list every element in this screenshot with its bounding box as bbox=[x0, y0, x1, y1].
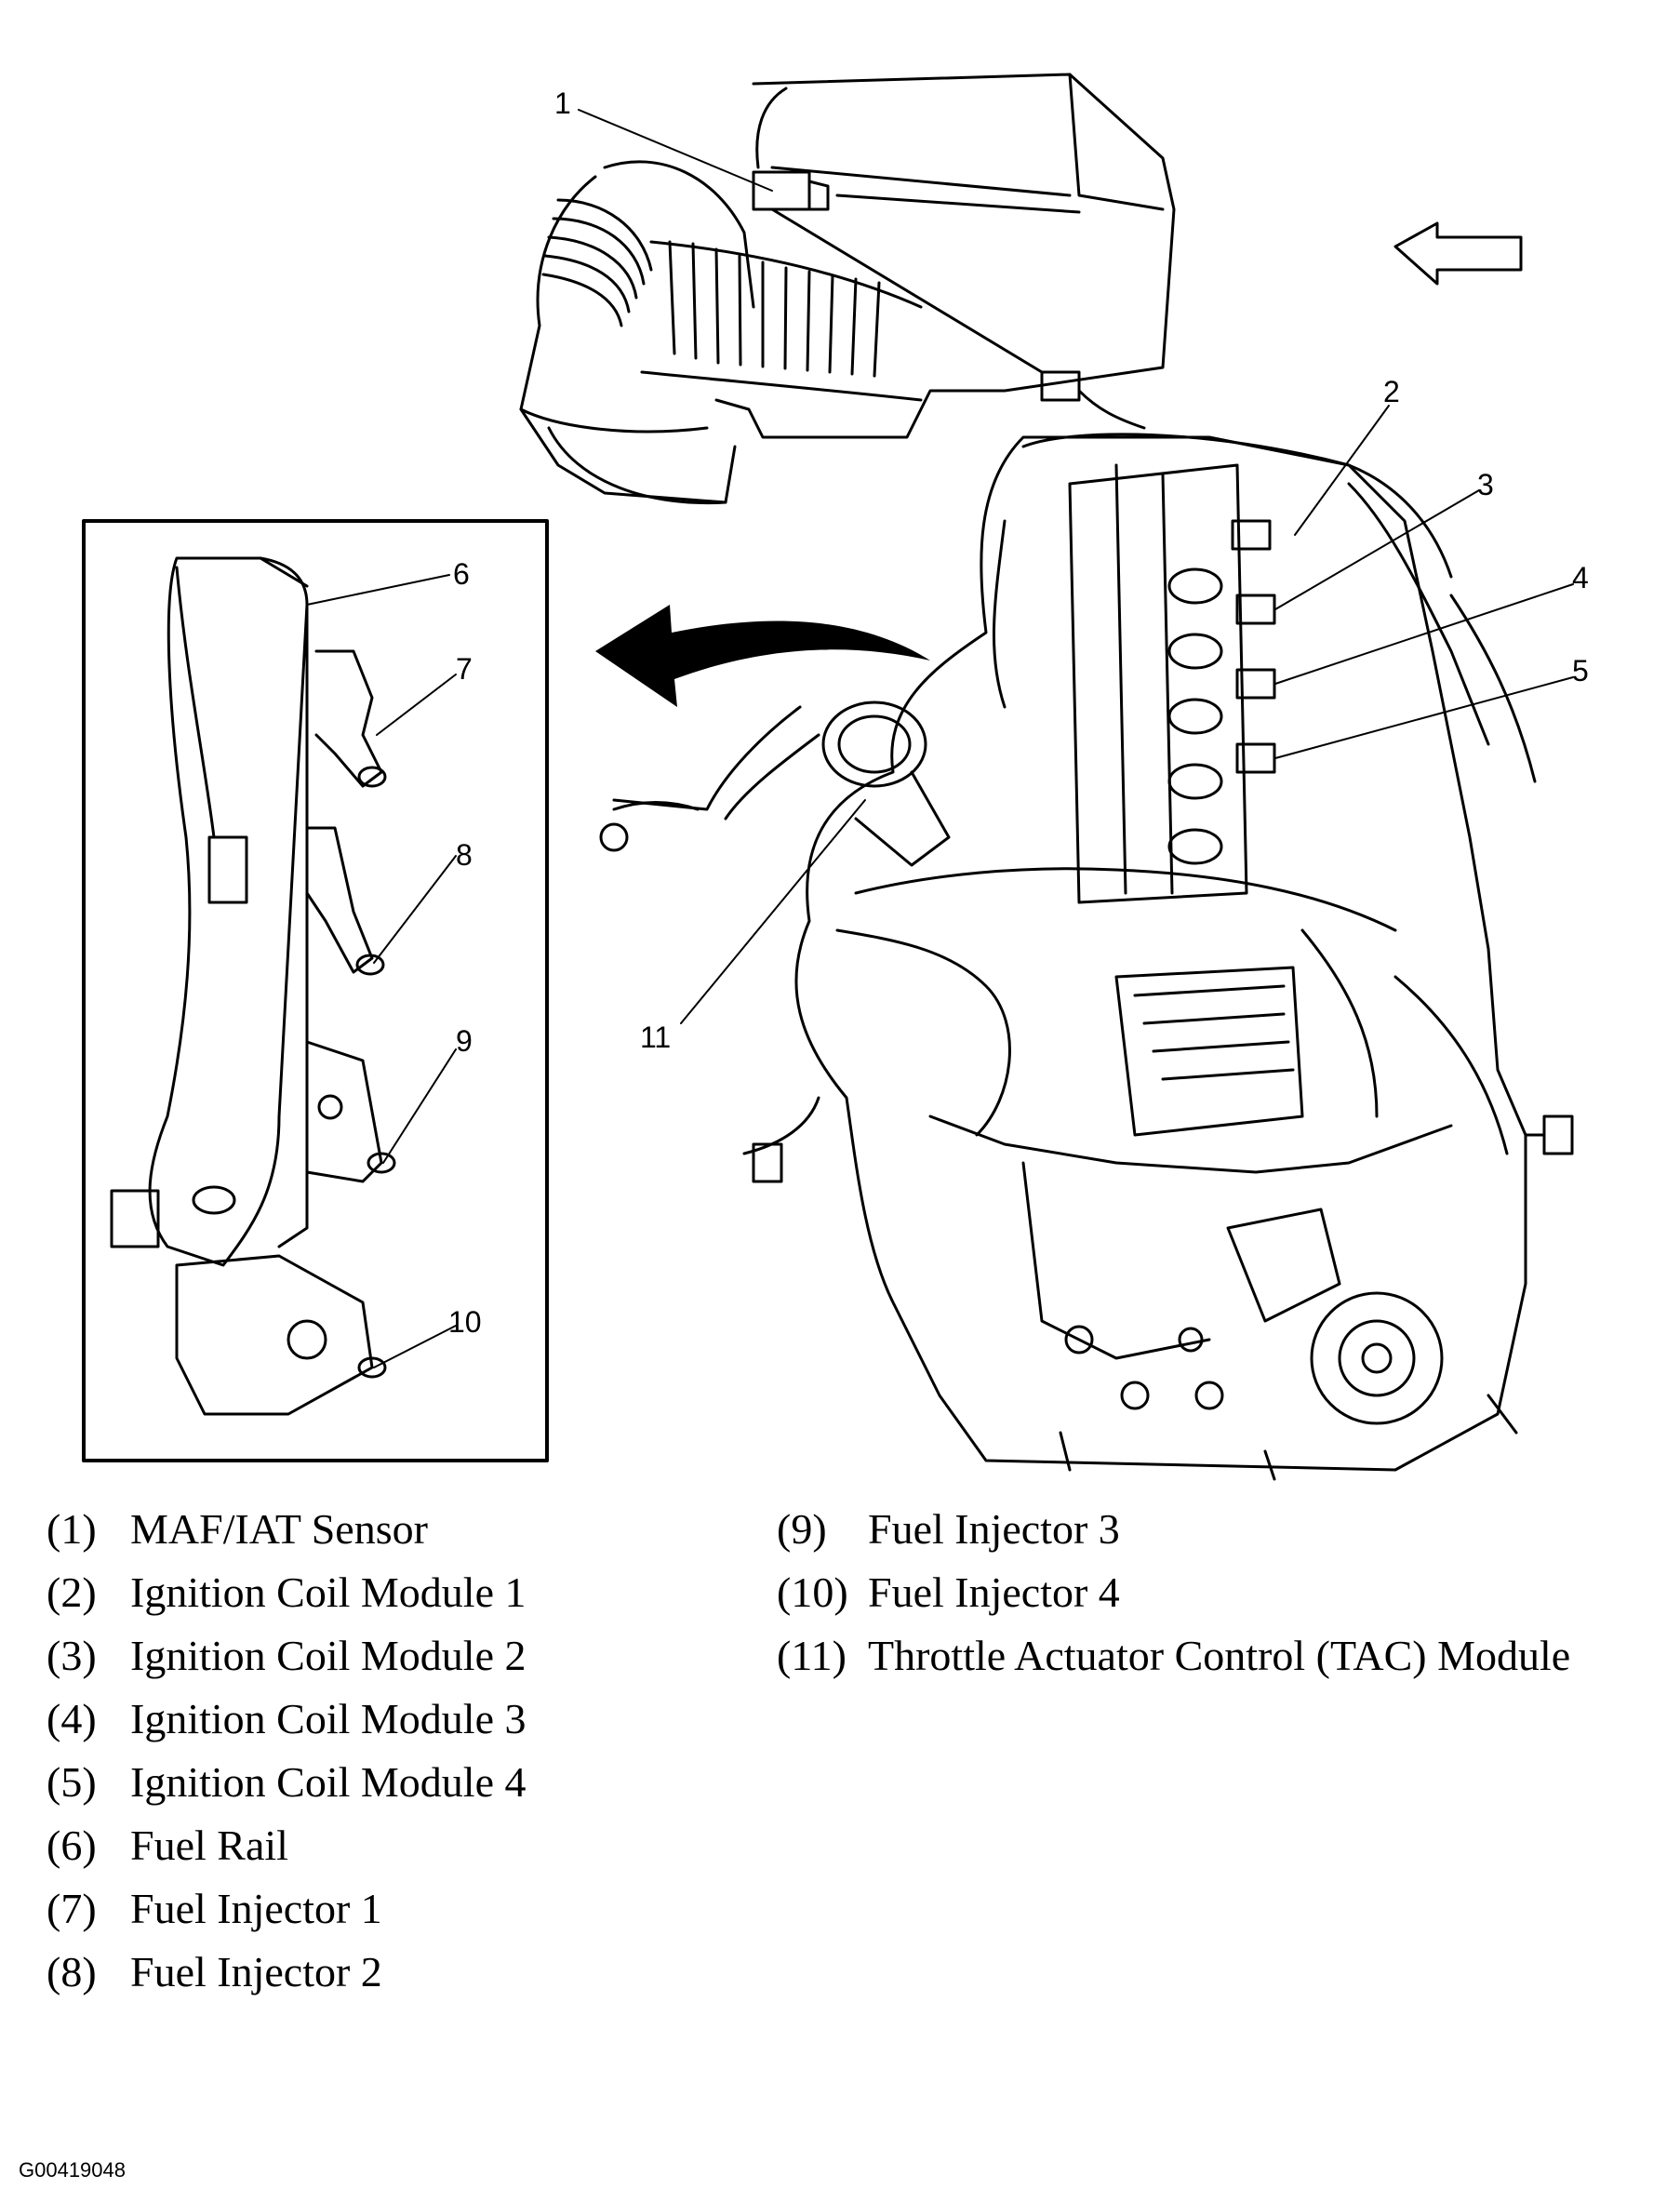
legend-number: (9) bbox=[777, 1505, 827, 1553]
legend-item: (2) Ignition Coil Module 1 bbox=[47, 1561, 527, 1624]
engine-assembly bbox=[599, 433, 1574, 1481]
legend-number: (3) bbox=[47, 1632, 97, 1679]
legend-item: (8) Fuel Injector 2 bbox=[47, 1941, 527, 2004]
legend-item: (3) Ignition Coil Module 2 bbox=[47, 1624, 527, 1688]
callout-4: 4 bbox=[1572, 561, 1589, 594]
legend-item: (10) Fuel Injector 4 bbox=[777, 1561, 1570, 1624]
legend-label: Fuel Injector 2 bbox=[130, 1948, 382, 1995]
legend-item: (4) Ignition Coil Module 3 bbox=[47, 1688, 527, 1751]
callout-1: 1 bbox=[554, 87, 571, 120]
callout-2: 2 bbox=[1383, 375, 1400, 408]
legend-number: (4) bbox=[47, 1695, 97, 1742]
legend-left-column: (1) MAF/IAT Sensor (2) Ignition Coil Modul… bbox=[47, 1498, 527, 2004]
legend-right-column: (9) Fuel Injector 3 (10) Fuel Injector 4 (… bbox=[777, 1498, 1570, 1688]
legend-item: (11) Throttle Actuator Control (TAC) Modu… bbox=[777, 1624, 1570, 1688]
legend-label: Throttle Actuator Control (TAC) Module bbox=[868, 1632, 1571, 1679]
callout-3: 3 bbox=[1477, 468, 1494, 501]
legend-item: (9) Fuel Injector 3 bbox=[777, 1498, 1570, 1561]
legend-number: (2) bbox=[47, 1568, 97, 1616]
callout-6: 6 bbox=[453, 557, 470, 591]
legend-number: (10) bbox=[777, 1568, 848, 1616]
callout-11: 11 bbox=[640, 1021, 671, 1054]
legend-label: Ignition Coil Module 4 bbox=[130, 1758, 527, 1806]
legend-item: (1) MAF/IAT Sensor bbox=[47, 1498, 527, 1561]
fuel-rail-inset-frame bbox=[82, 519, 549, 1462]
fuel-rail-drawing bbox=[110, 556, 396, 1416]
legend-item: (6) Fuel Rail bbox=[47, 1814, 527, 1877]
legend-label: Ignition Coil Module 3 bbox=[130, 1695, 527, 1742]
legend-label: MAF/IAT Sensor bbox=[130, 1505, 428, 1553]
legend-label: Fuel Rail bbox=[130, 1822, 288, 1869]
legend-item: (7) Fuel Injector 1 bbox=[47, 1877, 527, 1941]
legend-label: Ignition Coil Module 2 bbox=[130, 1632, 527, 1679]
legend-number: (11) bbox=[777, 1632, 847, 1679]
legend-label: Fuel Injector 1 bbox=[130, 1885, 382, 1932]
legend-item: (5) Ignition Coil Module 4 bbox=[47, 1751, 527, 1814]
legend-number: (5) bbox=[47, 1758, 97, 1806]
callout-5: 5 bbox=[1572, 654, 1589, 687]
legend-number: (1) bbox=[47, 1505, 97, 1553]
legend-label: Fuel Injector 4 bbox=[868, 1568, 1120, 1616]
legend-number: (7) bbox=[47, 1885, 97, 1932]
callout-10: 10 bbox=[448, 1305, 482, 1339]
figure-id: G00419048 bbox=[19, 2158, 126, 2182]
callout-9: 9 bbox=[456, 1024, 473, 1058]
callout-labels: 1 2 3 4 5 6 7 8 9 10 11 bbox=[448, 87, 1589, 1339]
air-intake-assembly bbox=[519, 73, 1176, 505]
curved-left-arrow-icon bbox=[595, 605, 930, 707]
legend-label: Fuel Injector 3 bbox=[868, 1505, 1120, 1553]
legend-number: (8) bbox=[47, 1948, 97, 1995]
legend-label: Ignition Coil Module 1 bbox=[130, 1568, 527, 1616]
leader-lines bbox=[306, 109, 1574, 1368]
callout-8: 8 bbox=[456, 838, 473, 872]
hollow-left-arrow-icon bbox=[1393, 221, 1523, 286]
legend-number: (6) bbox=[47, 1822, 97, 1869]
callout-7: 7 bbox=[456, 652, 473, 686]
